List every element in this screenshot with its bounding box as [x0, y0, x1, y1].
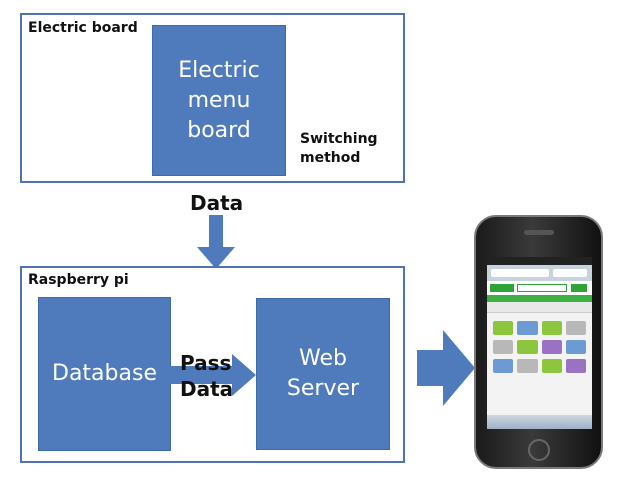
down-arrow-icon — [197, 215, 235, 269]
home-button — [528, 439, 550, 461]
pass-data-arrow-icon — [170, 354, 256, 396]
screen-icon-grid — [487, 313, 592, 381]
screen-status-bar — [487, 257, 592, 265]
earpiece — [524, 230, 554, 235]
screen-address-bar — [487, 265, 592, 281]
switching-method-label: Switching method — [300, 131, 378, 166]
electric-menu-board-box: Electric menu board — [152, 25, 286, 176]
right-arrow-icon — [417, 330, 475, 406]
database-box: Database — [38, 297, 171, 451]
phone-screen — [487, 257, 592, 429]
web-server-box: Web Server — [256, 298, 390, 450]
screen-toolbar — [487, 415, 592, 429]
raspberry-pi-label: Raspberry pi — [28, 272, 129, 288]
data-label: Data — [190, 191, 244, 215]
screen-nav-strip — [487, 302, 592, 313]
pass-data-label: Pass Data — [180, 351, 234, 401]
smartphone-icon — [474, 215, 603, 469]
screen-search-bar — [487, 281, 592, 295]
electric-board-label: Electric board — [28, 20, 138, 36]
screen-green-band — [487, 295, 592, 302]
